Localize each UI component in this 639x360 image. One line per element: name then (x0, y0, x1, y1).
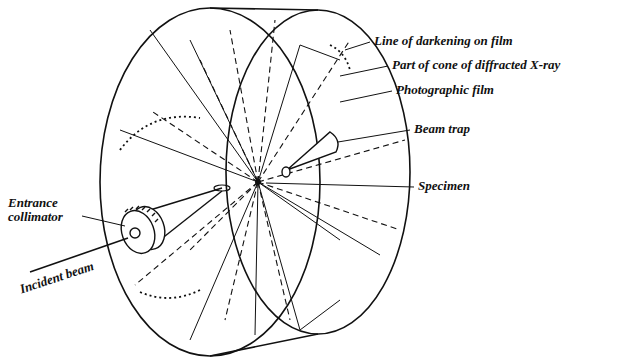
callout-label: Part of cone of diffracted X-ray (392, 58, 560, 72)
beam-label: Incident beam (18, 259, 96, 296)
diffracted-rays (135, 20, 405, 320)
leader-lines (82, 42, 414, 226)
film-rim-front (100, 8, 320, 356)
darkening-lines (120, 45, 350, 298)
beam-trap (282, 132, 338, 177)
callout-label: Entrance collimator (8, 196, 86, 225)
callout-label: Specimen (418, 179, 470, 193)
cylinder-edge (210, 8, 318, 10)
entrance-collimator (115, 188, 222, 258)
callout-label: Line of darkening on film (374, 34, 513, 48)
callout-label: Photographic film (396, 83, 494, 97)
callout-label: Beam trap (414, 122, 470, 136)
cylinder-edge (210, 334, 318, 356)
specimen (255, 179, 261, 185)
